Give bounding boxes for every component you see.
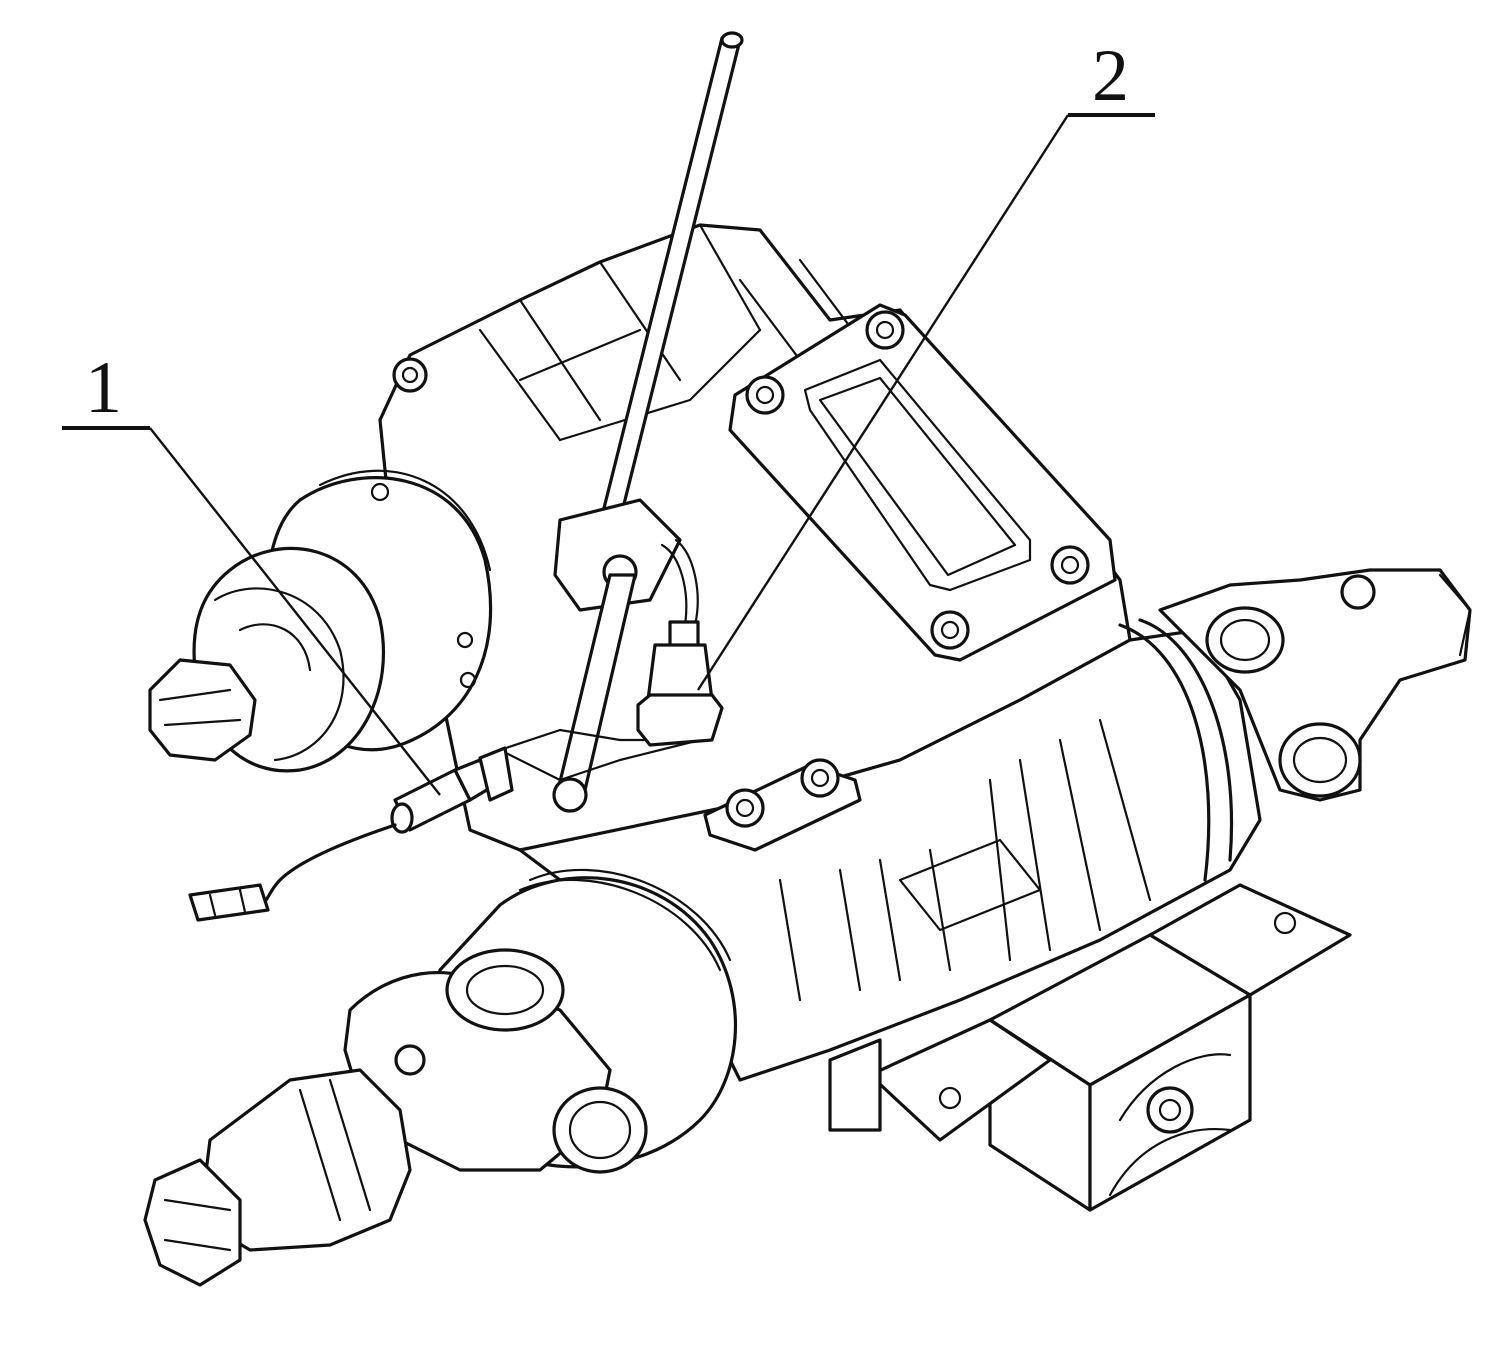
center-bolt-bracket bbox=[703, 758, 862, 852]
left-output-flange bbox=[148, 469, 493, 773]
callout-2: 2 bbox=[696, 35, 1155, 691]
callout-2-leader bbox=[696, 114, 1070, 691]
callout-2-number: 2 bbox=[1092, 35, 1129, 117]
bracket-bolt bbox=[800, 758, 840, 798]
callout-1-leader bbox=[149, 427, 441, 796]
cover-bolt bbox=[930, 610, 970, 650]
right-universal-joint bbox=[1158, 568, 1472, 802]
callout-1-number: 1 bbox=[85, 347, 122, 429]
cover-bolt bbox=[1050, 545, 1090, 585]
cover-bolt bbox=[865, 310, 905, 350]
callout-1: 1 bbox=[62, 347, 441, 796]
mounting-bracket bbox=[828, 883, 1352, 1212]
bracket-bolt bbox=[725, 788, 765, 828]
front-universal-joint bbox=[143, 868, 737, 1287]
switch-sensor-2 bbox=[636, 538, 724, 747]
sensor-1 bbox=[188, 746, 514, 922]
cover-bolt bbox=[745, 375, 785, 415]
shift-lever bbox=[498, 31, 744, 813]
top-cover-plate bbox=[728, 303, 1117, 662]
